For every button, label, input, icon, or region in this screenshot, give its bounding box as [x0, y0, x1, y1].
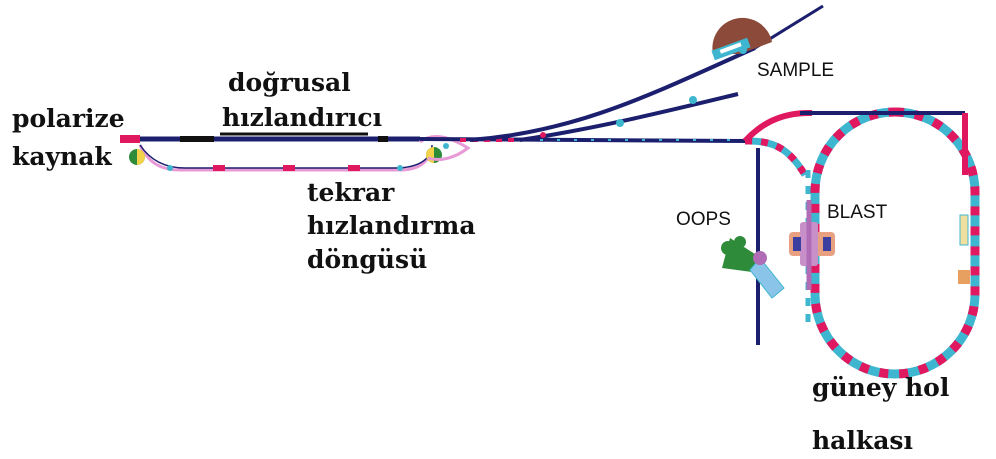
oops-label: OOPS	[676, 209, 731, 230]
blast-detector	[789, 200, 835, 290]
polarized-source-label-line1: polarize	[12, 104, 125, 133]
sample-target	[711, 17, 772, 61]
linac-end-magnet	[419, 135, 471, 163]
linac-beamline	[120, 132, 420, 143]
linac-label-line2: hızlandırıcı	[222, 103, 383, 132]
south-hall-label-line2: halkası	[812, 426, 913, 455]
linac-label-line1: doğrusal	[228, 68, 351, 97]
oops-detector	[721, 236, 785, 299]
polarized-source-label-line2: kaynak	[12, 142, 112, 171]
polarized-source-magnet	[129, 149, 145, 165]
recirculation-label-line2: hızlandırma	[307, 211, 476, 240]
recirculation-label-line1: tekrar	[307, 178, 395, 207]
sample-label: SAMPLE	[757, 60, 835, 81]
blast-label: BLAST	[827, 202, 888, 223]
recirculation-label-line3: döngüsü	[307, 245, 428, 274]
south-hall-ring	[742, 107, 980, 379]
south-hall-label-line1: güney hol	[812, 373, 950, 402]
transport-beamline	[419, 137, 746, 143]
recirculation-loop	[138, 144, 433, 172]
